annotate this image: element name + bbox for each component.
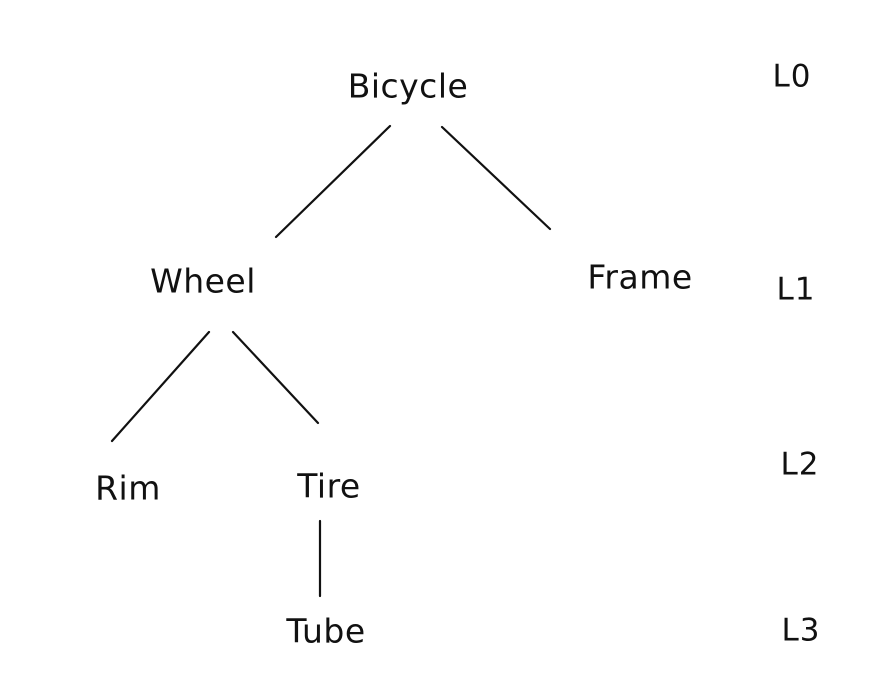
node-frame[interactable]: Frame <box>587 257 693 297</box>
level-label-l0: L0 <box>772 58 812 95</box>
node-tire[interactable]: Tire <box>297 466 361 506</box>
edge-wheel-rim <box>110 330 211 443</box>
edge-bicycle-wheel <box>274 124 392 239</box>
edge-wheel-tire <box>231 330 320 425</box>
level-label-l3: L3 <box>781 612 821 649</box>
level-label-l1: L1 <box>776 271 816 308</box>
node-tube[interactable]: Tube <box>286 611 366 651</box>
node-bicycle[interactable]: Bicycle <box>347 66 469 106</box>
node-wheel[interactable]: Wheel <box>150 261 256 301</box>
level-label-l2: L2 <box>780 446 820 483</box>
node-rim[interactable]: Rim <box>95 468 161 508</box>
edge-bicycle-frame <box>440 125 552 231</box>
